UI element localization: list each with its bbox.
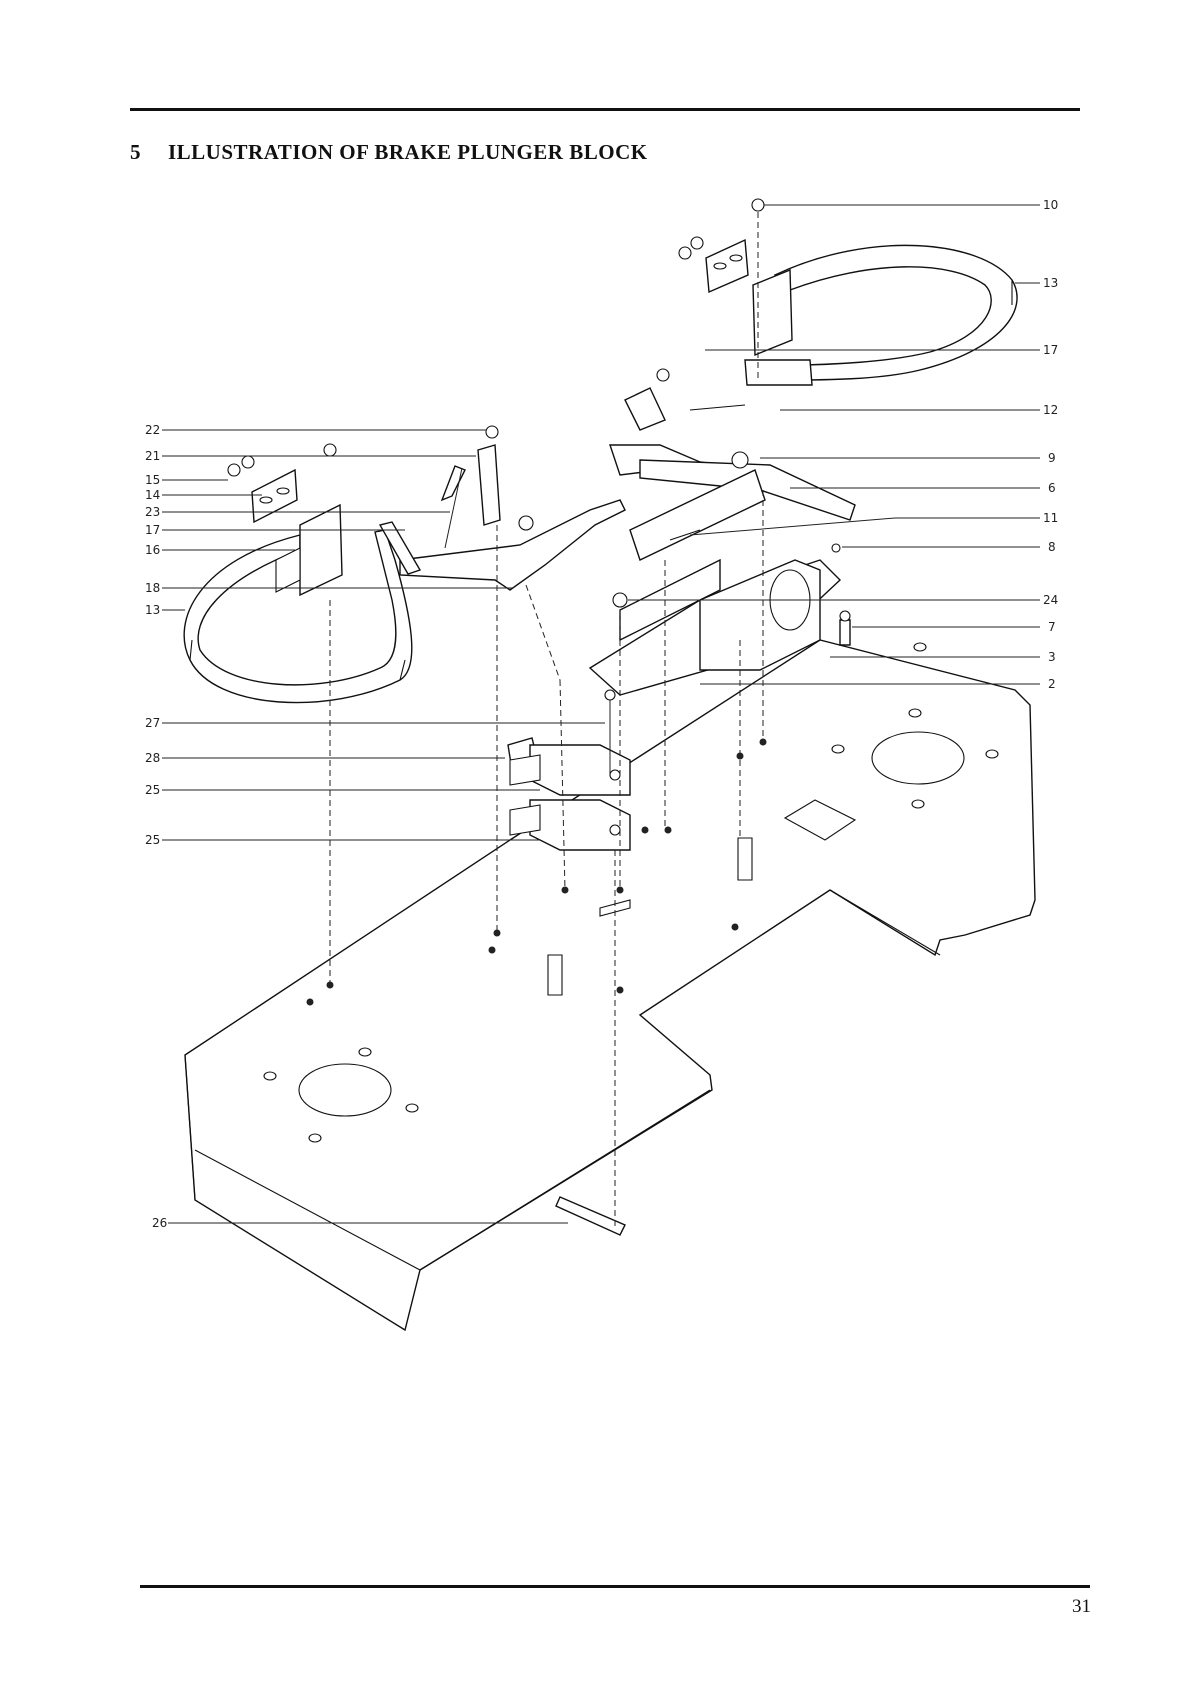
- label-17: 17: [1043, 343, 1058, 357]
- lever-assembly-left: [380, 426, 625, 590]
- label-25-upper: 25: [145, 783, 160, 797]
- label-16: 16: [145, 543, 160, 557]
- bracket-plate-upper: [706, 240, 748, 292]
- band-bracket-right: [745, 360, 812, 385]
- plunger-pin: [840, 620, 850, 645]
- page-number: 31: [1072, 1596, 1091, 1618]
- label-13: 13: [1043, 276, 1058, 290]
- label-8: 8: [1048, 540, 1056, 554]
- label-15: 15: [145, 473, 160, 487]
- motor-hole-rear: [872, 732, 964, 784]
- label-12: 12: [1043, 403, 1058, 417]
- label-18: 18: [145, 581, 160, 595]
- label-25-lower: 25: [145, 833, 160, 847]
- lever-arm-upper-left: [478, 445, 500, 525]
- label-22: 22: [145, 423, 160, 437]
- micro-switches: [508, 690, 630, 850]
- label-17-left: 17: [145, 523, 160, 537]
- brake-lever-left: [400, 500, 625, 590]
- shaft-pin-rear: [738, 838, 752, 880]
- bottom-rule: [140, 1585, 1090, 1588]
- label-7: 7: [1048, 620, 1056, 634]
- brake-band-left: [184, 444, 412, 703]
- label-28: 28: [145, 751, 160, 765]
- motor-hole-front: [299, 1064, 391, 1116]
- label-13-left: 13: [145, 603, 160, 617]
- label-2: 2: [1048, 677, 1056, 691]
- shaft-pin-front: [548, 955, 562, 995]
- label-21: 21: [145, 449, 160, 463]
- label-27: 27: [145, 716, 160, 730]
- bracket-plate-left: [252, 470, 297, 522]
- bracket-plate-right: [753, 270, 792, 355]
- label-11: 11: [1043, 511, 1058, 525]
- lever-assembly-right: [610, 388, 855, 560]
- label-26: 26: [152, 1216, 167, 1230]
- label-23: 23: [145, 505, 160, 519]
- brake-band-right: [657, 199, 1017, 385]
- label-10: 10: [1043, 198, 1058, 212]
- label-6: 6: [1048, 481, 1056, 495]
- label-9: 9: [1048, 451, 1056, 465]
- band-bracket-left: [300, 505, 342, 595]
- label-14: 14: [145, 488, 160, 502]
- label-24: 24: [1043, 593, 1058, 607]
- label-3: 3: [1048, 650, 1056, 664]
